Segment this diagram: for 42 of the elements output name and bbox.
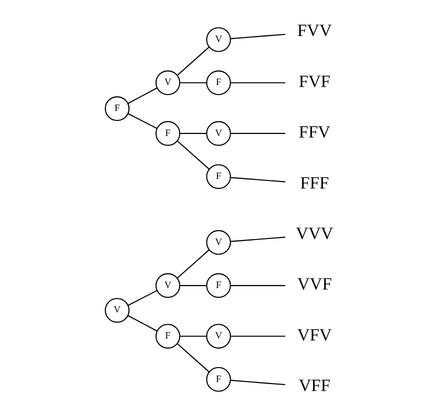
connector [180,82,206,84]
node-text: VFF [298,376,330,396]
connector [230,177,285,182]
connector [180,132,206,134]
connector [230,285,285,286]
connector [230,236,285,242]
connector [176,343,209,372]
node-circle: V [206,230,230,255]
node-text: FFF [300,173,328,192]
node-text: FVV [296,21,332,40]
node-circle: F [154,121,180,146]
node-circle: V [206,324,230,349]
connector [180,285,206,286]
node-circle: V [206,121,230,146]
connector [230,82,285,84]
connector [230,336,285,337]
node-circle: F [154,324,180,349]
node-circle: F [206,366,230,392]
node-text: VFV [296,325,332,344]
connector [230,132,285,134]
connector [127,88,157,104]
connector [180,336,206,337]
node-circle: F [206,70,230,96]
node-circle: V [206,27,230,52]
node-text: VVF [296,274,332,294]
connector [230,380,285,386]
connector [230,34,285,40]
node-circle: V [154,70,180,96]
connector [127,113,157,129]
connector [127,315,157,332]
connector [176,46,209,76]
node-circle: F [206,273,230,298]
node-text: FFV [298,122,330,142]
node-circle: F [104,96,130,122]
node-text: FVF [298,72,330,91]
node-circle: V [104,298,130,323]
node-circle: F [206,164,230,189]
connector [127,290,157,306]
node-circle: V [154,273,180,298]
node-text: VVV [295,224,333,243]
connector [176,249,209,278]
connector [176,140,209,170]
